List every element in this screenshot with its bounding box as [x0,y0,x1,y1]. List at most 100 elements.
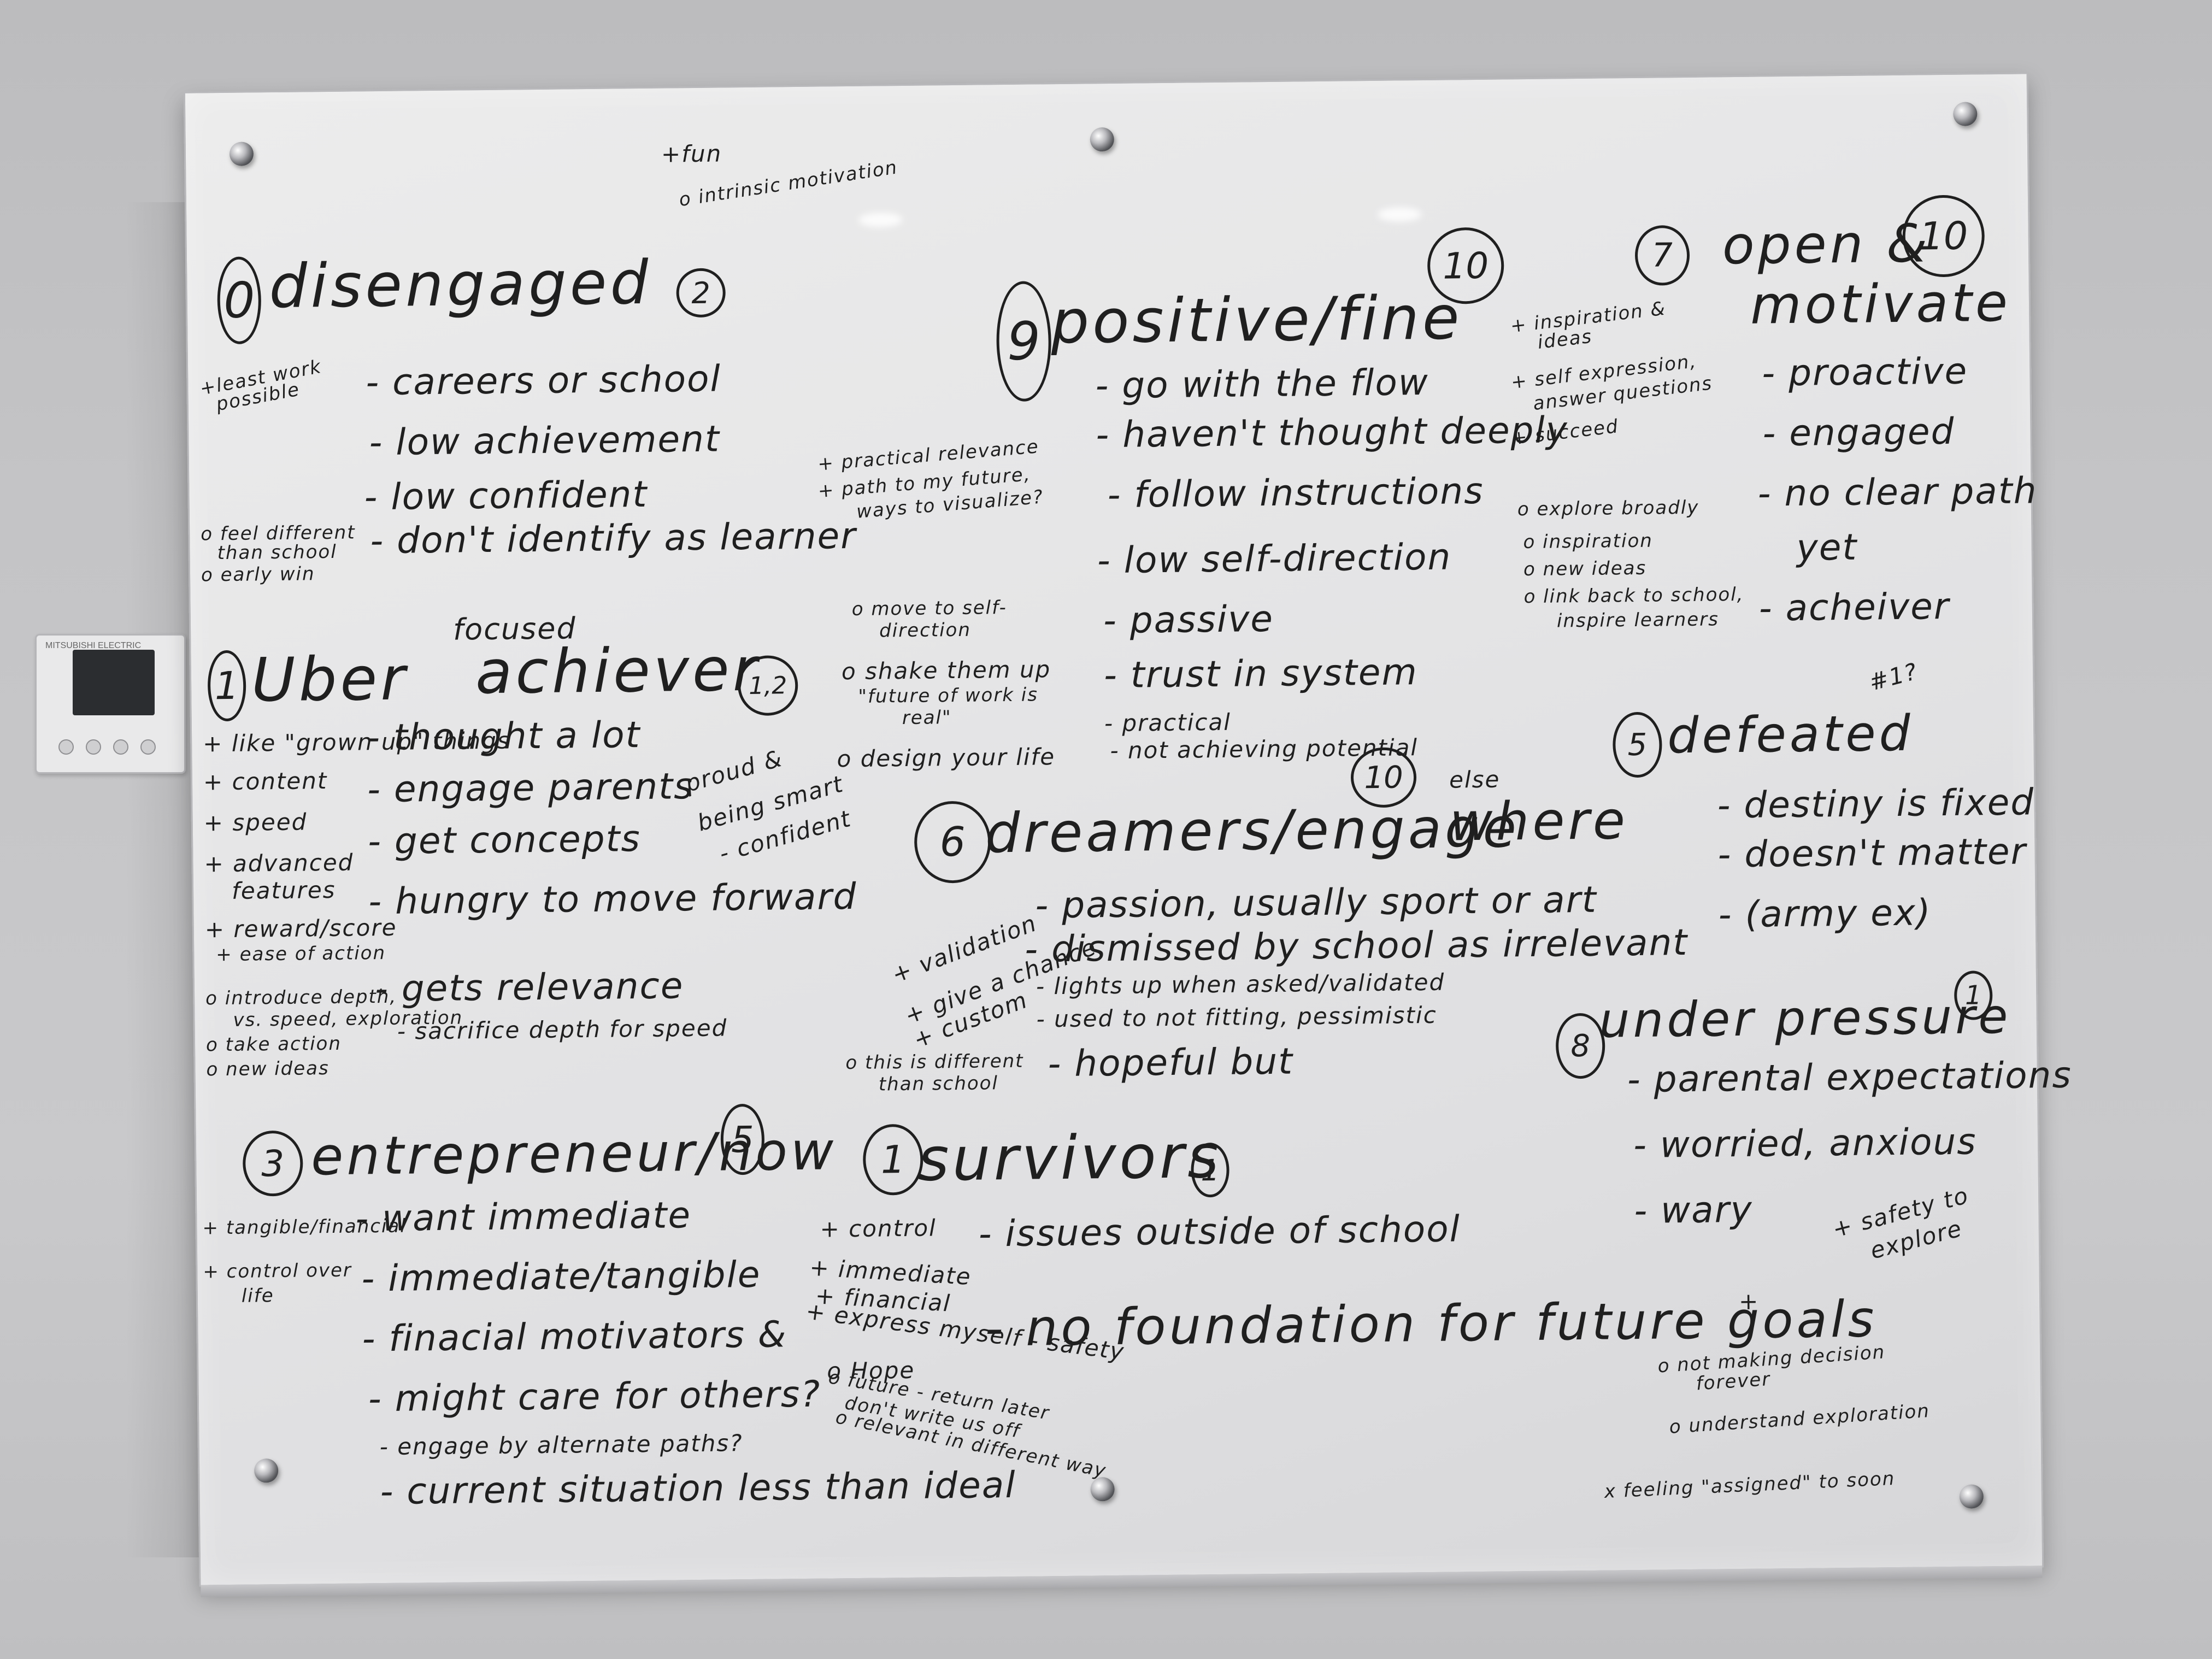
thermostat[interactable]: MITSUBISHI ELECTRIC [35,634,186,774]
group-item: - wary [1633,1188,1754,1232]
title-insert: else [1449,766,1501,793]
side-note: proud & [682,744,786,797]
o-note: o introduce depth, [205,985,397,1010]
group-title-uber: Uber [251,643,409,715]
group-item: - engage parents [367,765,694,811]
order-number: 8 [1555,1013,1605,1079]
group-title-open: open & [1722,213,1931,276]
thermostat-screen [73,650,155,715]
order-number: 9 [996,281,1052,402]
light-glare [858,212,903,227]
order-number: 6 [914,801,992,884]
group-title-uber-2: achiever [475,634,761,708]
stray-mark: + [1738,1287,1760,1315]
plus-note: + ease of action [216,942,386,966]
group-count: 10 [1902,195,1985,278]
plus-note: + control over [203,1259,352,1283]
o-note: o link back to school, [1523,583,1744,608]
group-item: - follow instructions [1107,469,1484,516]
o-note: o early win [201,563,315,586]
o-note: than school [878,1072,999,1096]
group-item: - lights up when asked/validated [1036,968,1445,1000]
group-item: - issues outside of school [978,1208,1461,1255]
group-title-dreamers: dreamers/engage [985,796,1520,866]
o-note: "future of work is [858,684,1039,708]
order-number: 5 [1612,711,1663,778]
thermostat-button[interactable] [140,739,156,755]
mounting-standoff [229,142,254,166]
group-count: 1 [1191,1142,1230,1198]
group-item: - might care for others? [368,1373,821,1420]
group-count: 10 [1427,227,1504,304]
group-item: - worried, anxious [1633,1120,1977,1167]
group-title-open-2: motivate [1750,272,2011,336]
group-item: - passive [1103,597,1274,642]
group-title-disengaged: disengaged [268,247,652,322]
group-item: - dismissed by school as irrelevant [1024,921,1689,970]
o-note: o feel different [201,521,356,545]
order-number: 3 [242,1130,303,1197]
plus-note: + content [203,767,328,796]
mounting-standoff [1953,102,1978,126]
board-edge [201,1566,2043,1597]
o-note: o shake them up [841,656,1051,685]
o-note: forever [1695,1368,1772,1395]
plus-note: + speed [203,808,308,837]
group-item: - destiny is fixed [1717,781,2035,827]
plus-note: features [231,876,336,904]
group-item: - (army ex) [1718,891,1932,936]
group-item: - immediate/tangible [361,1253,761,1300]
o-note: than school [217,540,337,564]
mounting-standoff [254,1458,279,1483]
group-item: - hopeful but [1048,1040,1294,1085]
group-count: 1,2 [737,655,798,716]
o-note: o inspiration [1523,530,1654,554]
group-item: - get concepts [367,817,642,863]
group-item: - passion, usually sport or art [1035,878,1598,927]
o-note: o this is different [845,1050,1024,1074]
group-item: - finacial motivators & [362,1313,787,1360]
glass-whiteboard: +fun o intrinsic motivation 0 disengaged… [183,72,2072,1597]
order-number: 7 [1634,225,1690,286]
thermostat-button[interactable] [113,739,128,755]
group-item: - engage by alternate paths? [379,1429,743,1461]
group-item: - careers or school [365,357,722,404]
group-item: - practical [1104,708,1232,737]
o-note: o understand exploration [1668,1399,1931,1438]
plus-note: + advanced [204,849,354,878]
group-count: 5 [720,1103,765,1175]
group-item: - parental expectations [1627,1054,2073,1101]
group-item: - don't identify as learner [369,514,857,562]
o-note: inspire learners [1556,608,1720,632]
group-item: - sacrifice depth for speed [397,1014,728,1045]
mounting-standoff [1959,1484,1984,1509]
order-number: 1 [207,650,246,722]
o-note: o new ideas [1523,557,1647,581]
group-item: - engaged [1762,410,1955,455]
order-number: 0 [216,256,262,345]
group-count: 1 [1954,970,1993,1020]
annotation: #1? [1866,657,1921,696]
plus-note: life [241,1285,274,1307]
group-item: - no clear path [1757,469,2038,515]
group-item: - doesn't matter [1717,830,2027,876]
group-title-defeated: defeated [1667,704,1914,765]
plus-note: ideas [1536,325,1594,354]
group-title-pressure: under pressure [1599,987,2011,1049]
group-title-dreamers-tail: where [1449,790,1629,853]
group-count: 2 [676,268,726,318]
o-note: direction [879,619,972,642]
group-item: - current situation less than ideal [380,1463,1016,1513]
group-item: - acheiver [1758,585,1950,630]
group-item: yet [1796,526,1858,569]
o-note: o move to self- [851,597,1007,620]
thermostat-button[interactable] [86,739,101,755]
group-item: - haven't thought deeply [1096,409,1569,456]
x-note: x feeling "assigned" to soon [1603,1467,1896,1503]
thermostat-button[interactable] [58,739,74,755]
group-title-survivors: survivors [917,1121,1222,1195]
group-item: - low self-direction [1097,536,1452,582]
group-item: - thought a lot [366,714,641,759]
group-item: - used to not fitting, pessimistic [1036,1001,1438,1033]
header-note: +fun [661,140,722,168]
